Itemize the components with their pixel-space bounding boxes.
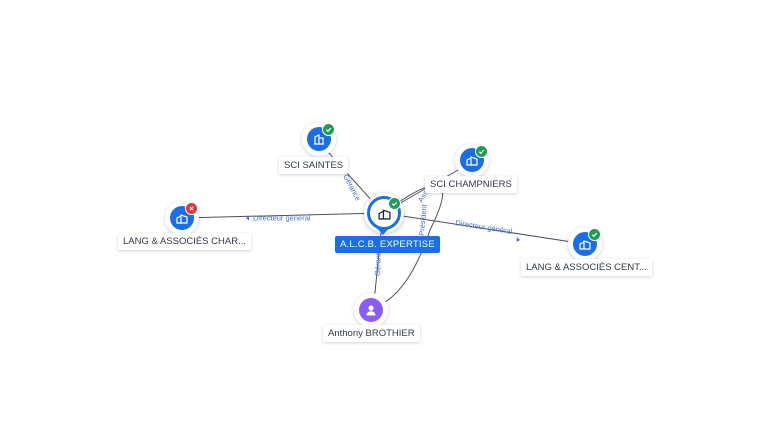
company-bubble[interactable] xyxy=(165,201,199,235)
node-label-sci-saintes[interactable]: SCI SAINTES xyxy=(279,157,349,174)
node-label-lang-char[interactable]: LANG & ASSOCIÉS CHAR... xyxy=(118,233,252,250)
center-pointer xyxy=(376,227,390,235)
node-label-anthony[interactable]: Anthony BROTHIER xyxy=(323,325,420,342)
check-icon xyxy=(475,145,488,158)
company-bubble[interactable] xyxy=(568,227,602,261)
node-label-sci-champniers[interactable]: SCI CHAMPNIERS xyxy=(425,176,517,193)
arrow-lang-cent xyxy=(516,237,520,242)
edge-lang-char xyxy=(180,212,384,219)
company-bubble[interactable] xyxy=(302,122,336,156)
person-bubble[interactable] xyxy=(354,293,388,327)
edge-label-anthony-gerant: Gérant xyxy=(373,252,383,276)
arrow-lang-char xyxy=(246,215,249,221)
edge-label-lang-cent: Directeur général xyxy=(455,218,514,236)
user-icon xyxy=(359,298,383,322)
edge-label-anthony-president: Président xyxy=(417,203,429,236)
node-label-lang-cent[interactable]: LANG & ASSOCIÉS CENT... xyxy=(521,259,652,276)
check-icon xyxy=(588,228,601,241)
edge-anthony-president xyxy=(379,184,444,306)
node-label-center[interactable]: A.L.C.B. EXPERTISE xyxy=(335,236,440,253)
check-icon xyxy=(322,123,335,136)
company-bubble[interactable] xyxy=(455,143,489,177)
edge-label-lang-char: Directeur général xyxy=(253,214,311,223)
check-icon xyxy=(388,197,401,210)
cross-icon xyxy=(185,202,198,215)
edge-lang-cent xyxy=(382,212,586,245)
